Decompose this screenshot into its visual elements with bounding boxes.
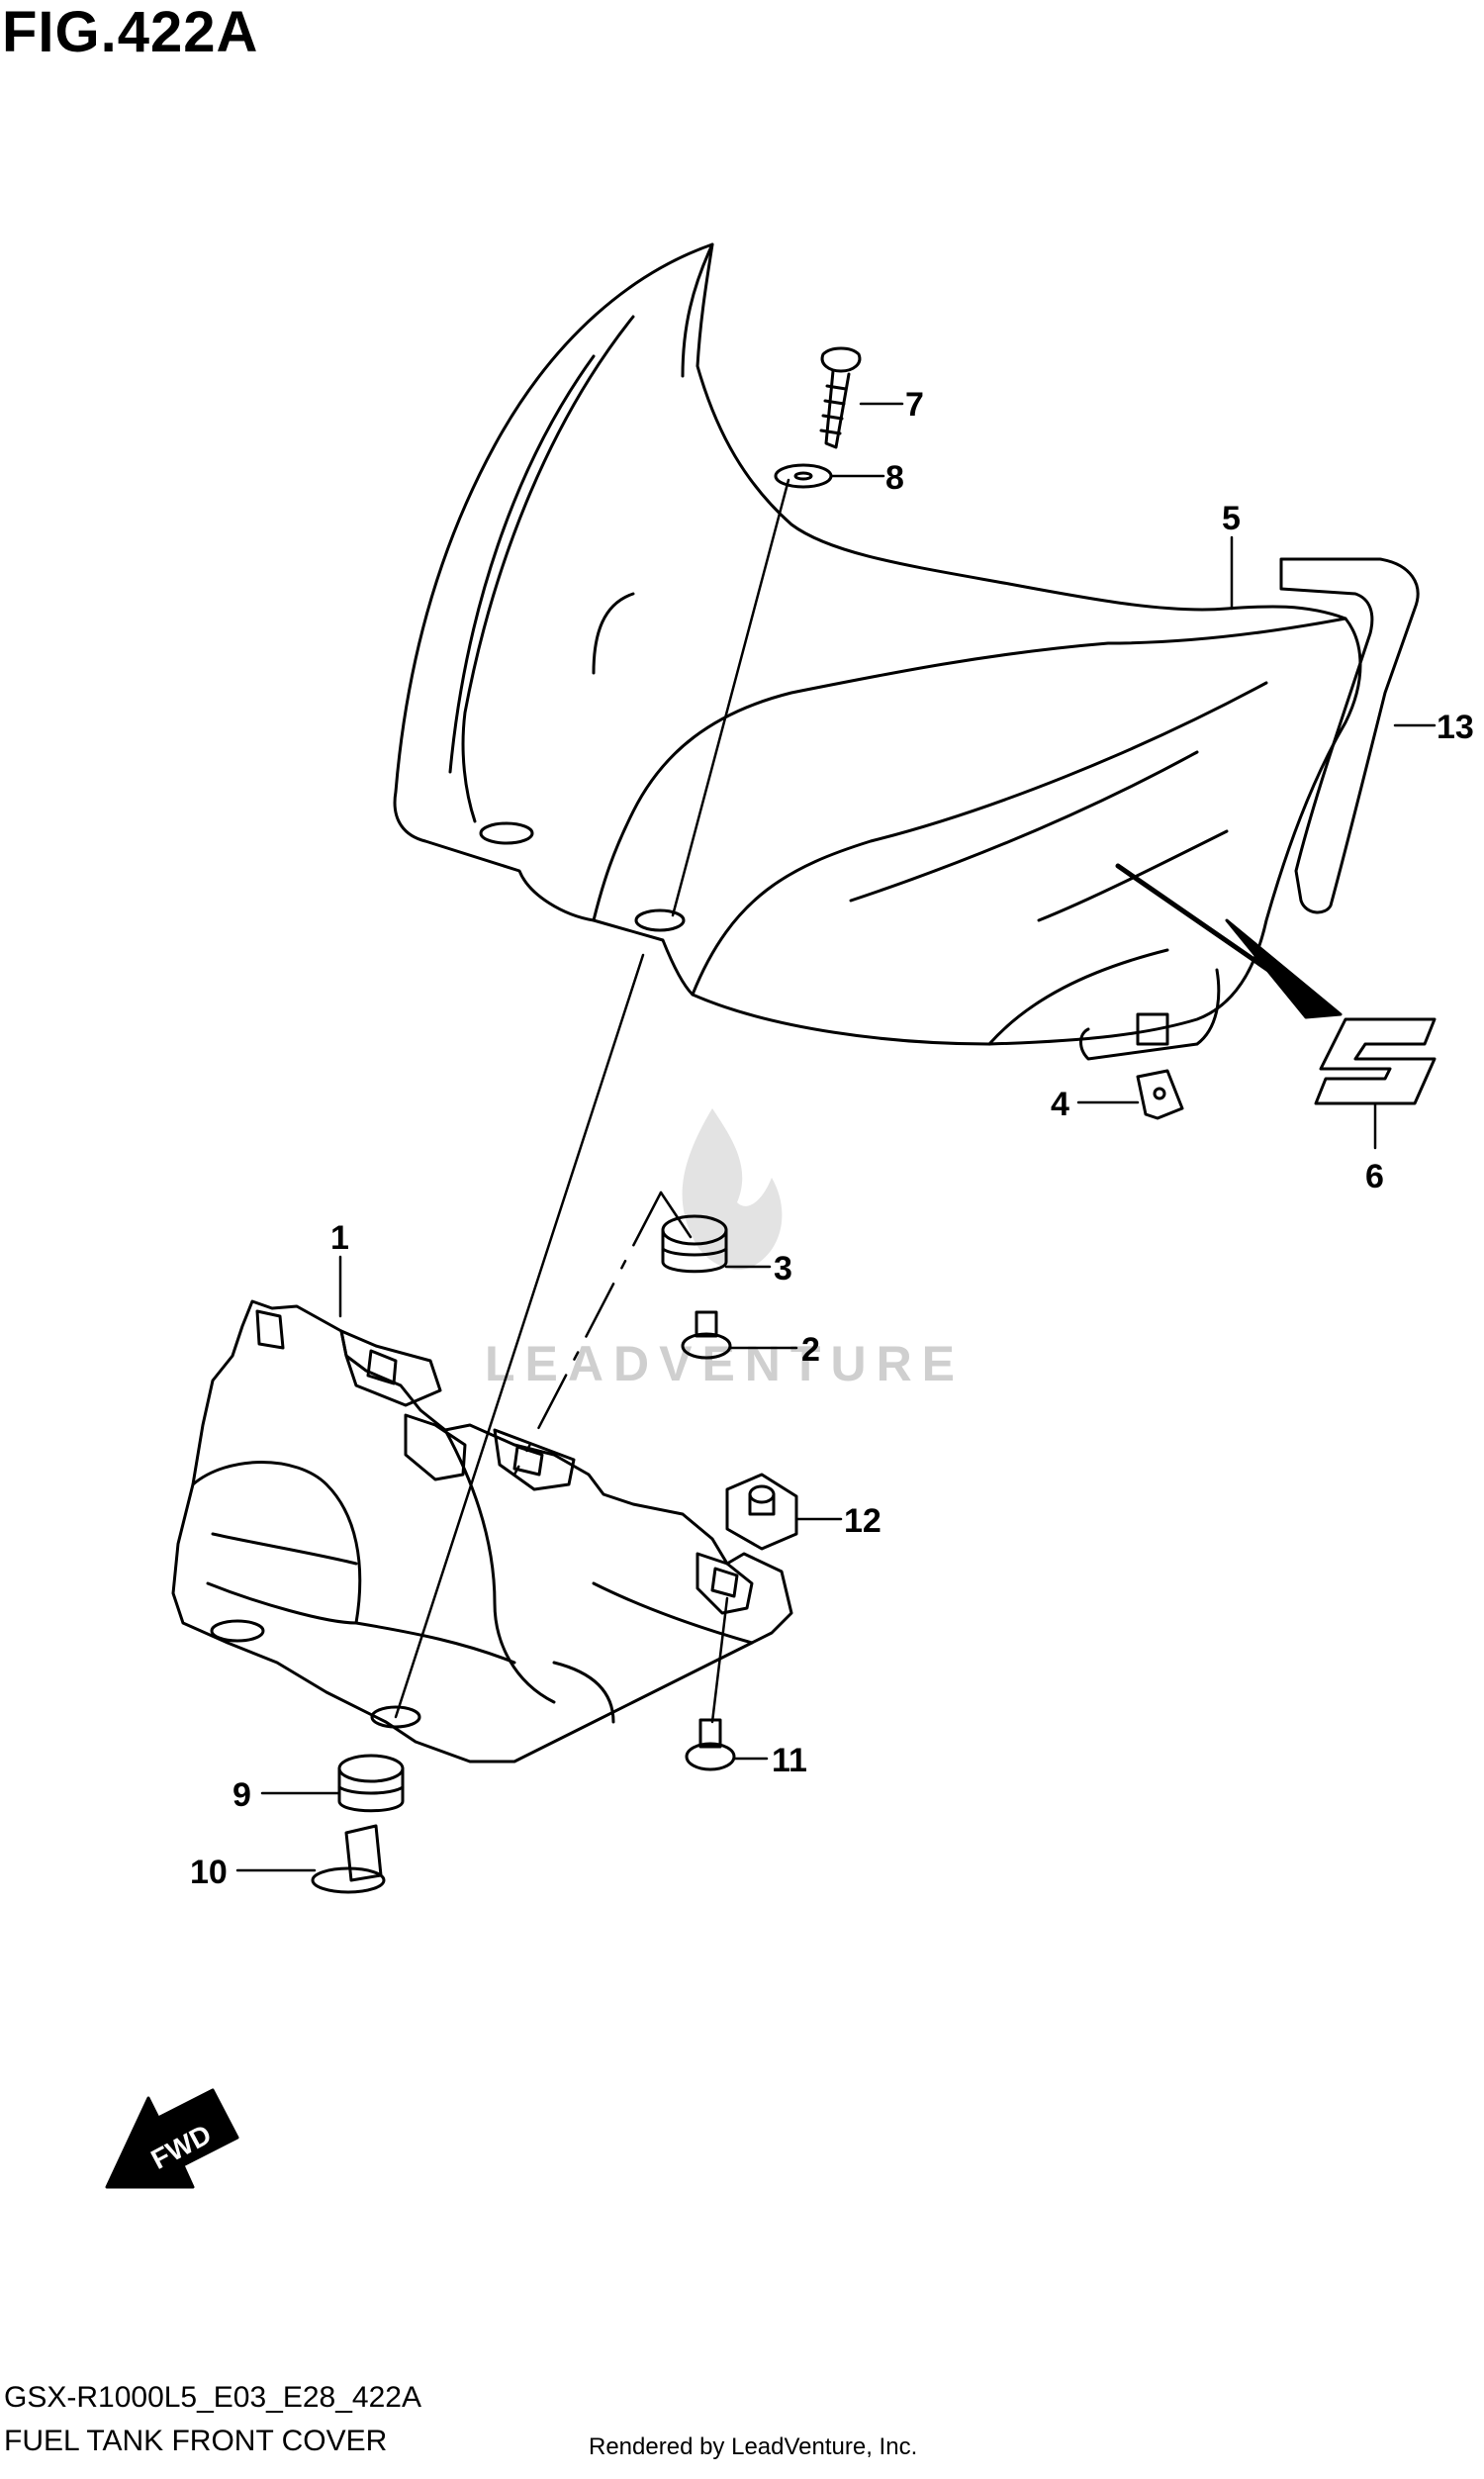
callout-7: 7 [905,386,924,424]
callout-5: 5 [1222,500,1241,537]
part-7-bolt [819,346,862,449]
assembly-lines [394,478,790,1724]
callout-8: 8 [885,459,904,497]
callout-numbers: 7 8 5 13 4 6 1 3 2 12 11 9 10 [190,386,1474,1891]
callout-2: 2 [801,1331,820,1369]
part-5-front-cover [393,242,1362,1061]
figure-title: FIG.422A [2,0,259,64]
part-13-trim [1279,557,1420,914]
callout-1: 1 [330,1219,349,1257]
leader-lines [235,402,1437,1872]
watermark-text: LEADVENTURE [485,1336,965,1391]
part-6-emblem [1314,1017,1437,1105]
fwd-arrow [105,2088,239,2189]
part-12-clip-nut [725,1473,798,1551]
part-1-lower-cover [171,1299,793,1764]
part-9-grommet [337,1754,405,1813]
part-3-grommet [661,1214,728,1274]
callout-13: 13 [1437,709,1474,746]
section-name: FUEL TANK FRONT COVER [4,2425,388,2457]
part-8-washer [774,463,833,489]
part-10-collar [311,1824,386,1894]
callout-3: 3 [774,1250,792,1287]
part-4-nut-clip [1136,1069,1184,1120]
callout-6: 6 [1365,1158,1384,1195]
callout-10: 10 [190,1854,228,1891]
part-11-collar [685,1718,736,1771]
part-2-collar [681,1310,732,1360]
callout-9: 9 [232,1776,251,1814]
callout-12: 12 [844,1502,881,1540]
callout-11: 11 [772,1742,807,1779]
rendered-by-credit: Rendered by LeadVenture, Inc. [589,2433,918,2460]
model-code: GSX-R1000L5_E03_E28_422A [4,2381,421,2414]
callout-4: 4 [1051,1086,1069,1123]
